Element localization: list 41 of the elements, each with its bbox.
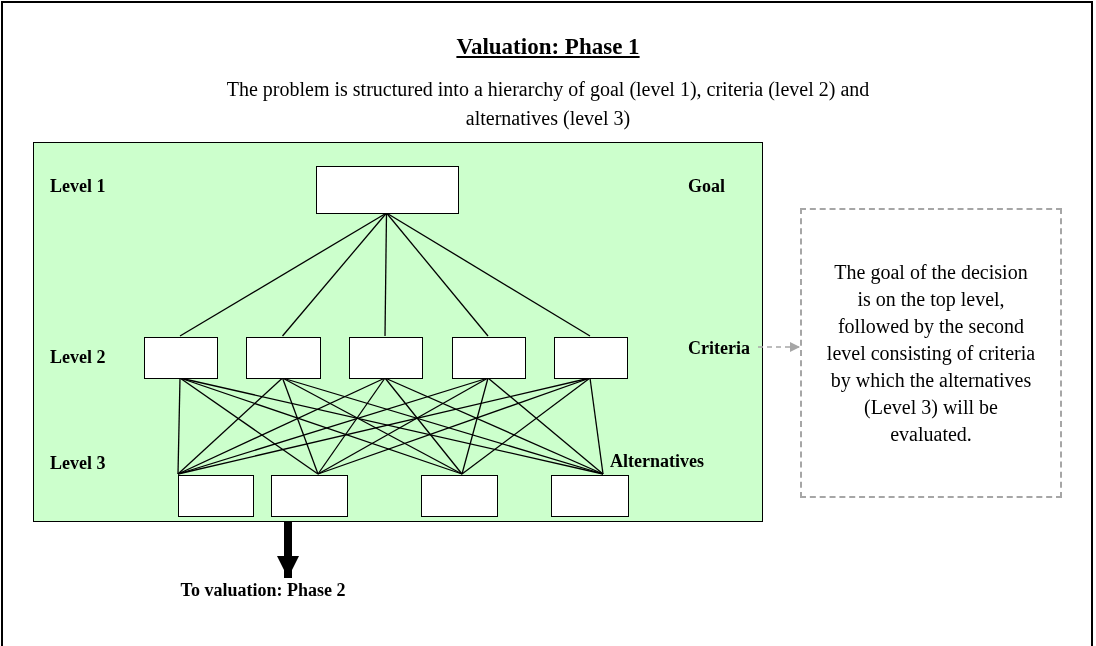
connector-line	[281, 377, 319, 475]
connector-line	[384, 377, 463, 475]
connector-line	[281, 377, 463, 475]
title: Valuation: Phase 1	[455, 34, 641, 60]
level-label: Level 3	[50, 453, 106, 474]
level-label: Alternatives	[610, 451, 704, 472]
empty-box	[349, 337, 423, 379]
connector-line	[317, 377, 386, 475]
connector-line	[385, 212, 591, 337]
hierarchy-panel	[33, 142, 763, 522]
connector-line	[177, 377, 181, 475]
connector-line	[384, 212, 388, 337]
connector-line	[589, 377, 604, 475]
level-label: Goal	[688, 176, 725, 197]
connector-line	[177, 377, 284, 475]
note-box	[800, 208, 1062, 498]
arrow	[757, 342, 801, 352]
connector-line	[461, 377, 591, 475]
empty-box	[316, 166, 459, 214]
empty-box	[551, 475, 629, 517]
label-text: To valuation: Phase 2	[180, 579, 346, 601]
empty-box	[452, 337, 526, 379]
level-label: Level 1	[50, 176, 106, 197]
connector-line	[281, 212, 388, 337]
connector-line	[385, 212, 489, 337]
empty-box	[271, 475, 348, 517]
level-label: Level 2	[50, 347, 106, 368]
connector-line	[487, 377, 604, 475]
empty-box	[421, 475, 498, 517]
label-text: Criteria	[688, 337, 750, 359]
empty-box	[144, 337, 218, 379]
empty-box	[246, 337, 321, 379]
connector-line	[317, 377, 489, 475]
subtitle: The problem is structured into a hierarchy of goal (level 1), criteria (level 2) and alternatives (level 3)	[225, 77, 871, 132]
note-text: The goal of the decision is on the top level, followed by the second level consisting of criteria by which the alternatives (Level 3) will be evaluated.	[826, 259, 1036, 447]
connector-line	[384, 377, 604, 475]
connector-line	[179, 377, 319, 475]
connector-line	[177, 377, 386, 475]
empty-box	[178, 475, 254, 517]
connector-line	[461, 377, 489, 475]
empty-box	[554, 337, 628, 379]
